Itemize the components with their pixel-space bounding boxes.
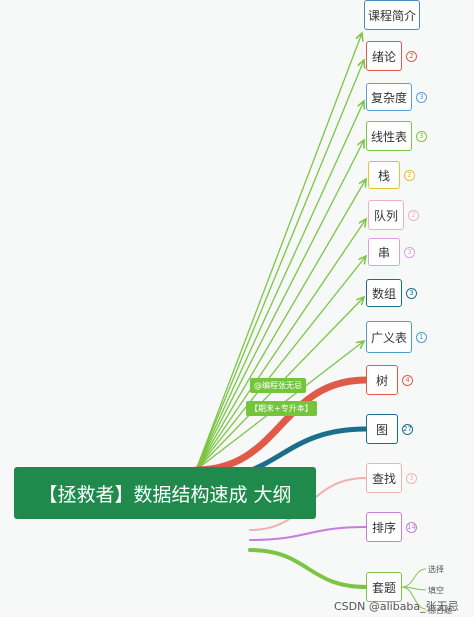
- topic-queue[interactable]: 队列: [368, 200, 404, 230]
- count-badge: 14: [406, 522, 417, 533]
- count-badge: 3: [416, 92, 427, 103]
- leaf-connector: [401, 568, 427, 588]
- connector-string: [195, 256, 366, 471]
- count-badge: 3: [406, 473, 417, 484]
- topic-generalized-list[interactable]: 广义表: [366, 321, 412, 353]
- topic-linear-list[interactable]: 线性表: [366, 121, 412, 151]
- topic-intro[interactable]: 课程简介: [364, 0, 420, 30]
- root-topic[interactable]: 【拯救者】数据结构速成 大纲: [14, 467, 316, 519]
- count-badge: 2: [406, 51, 417, 62]
- csdn-watermark: CSDN @alibaba_张无忌: [334, 600, 459, 613]
- exam-tag: 【期末+专升本】: [246, 401, 317, 416]
- topic-graph[interactable]: 图: [366, 414, 398, 444]
- count-badge: 4: [402, 375, 413, 386]
- connector-tree: [192, 376, 370, 474]
- topic-tree[interactable]: 树: [366, 365, 398, 395]
- connector-complexity: [195, 101, 364, 471]
- topic-string[interactable]: 串: [368, 238, 400, 266]
- topic-sort[interactable]: 排序: [366, 512, 402, 542]
- leaf-connector: [401, 586, 427, 610]
- topic-array[interactable]: 数组: [366, 279, 402, 307]
- topic-problem-sets[interactable]: 套题: [366, 572, 402, 602]
- count-badge: 1: [416, 332, 427, 343]
- author-tag: @编程张无忌: [250, 378, 306, 393]
- connector-queue: [195, 219, 366, 471]
- connector-intro: [195, 33, 362, 471]
- leaf-fill-blank[interactable]: 填空: [428, 586, 444, 595]
- count-badge: 3: [406, 288, 417, 299]
- count-badge: 27: [402, 424, 413, 435]
- count-badge: 2: [404, 170, 415, 181]
- leaf-comprehensive[interactable]: 综合题: [428, 606, 452, 615]
- connector-problem-sets: [248, 548, 368, 589]
- topic-stack[interactable]: 栈: [368, 161, 400, 189]
- count-badge: 3: [416, 131, 427, 142]
- leaf-choice[interactable]: 选择: [428, 565, 444, 574]
- connector-stack: [195, 179, 366, 471]
- topic-complexity[interactable]: 复杂度: [366, 83, 412, 111]
- connector-introduction: [195, 60, 364, 471]
- count-badge: 2: [408, 210, 419, 221]
- connector-sort: [249, 526, 367, 541]
- count-badge: 3: [404, 247, 415, 258]
- topic-introduction[interactable]: 绪论: [366, 41, 402, 71]
- connector-linear-list: [195, 140, 364, 471]
- topic-search[interactable]: 查找: [366, 463, 402, 493]
